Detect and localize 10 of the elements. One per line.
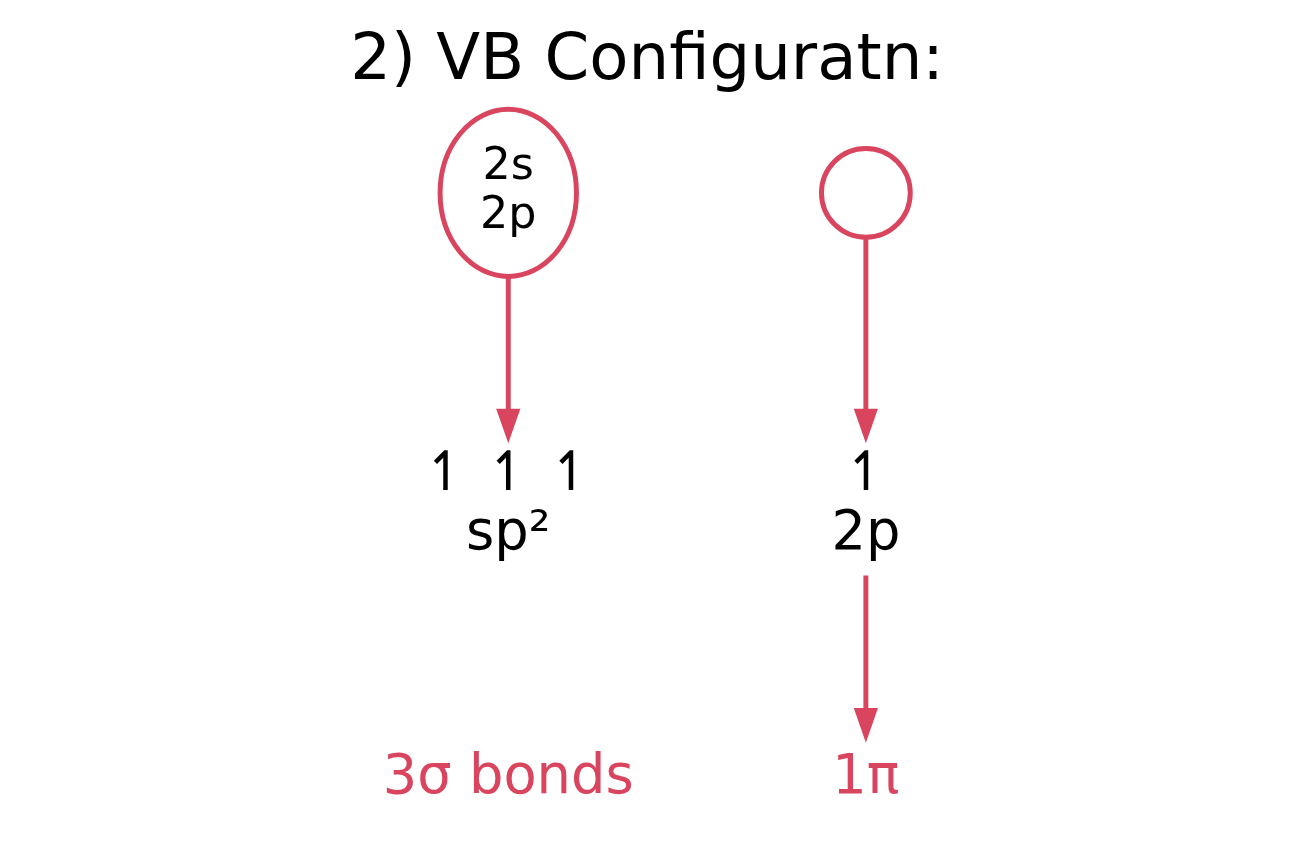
node-ellipse: 2s 2p xyxy=(437,106,579,279)
arrow xyxy=(495,277,520,444)
node-label: 3σ bonds xyxy=(382,743,634,807)
node-circle xyxy=(818,146,913,240)
arrow xyxy=(853,237,878,444)
arrow xyxy=(853,575,878,743)
diagram-title: 2) VB Configuratn: xyxy=(349,19,944,95)
node-text: 1π xyxy=(831,743,899,807)
node-text: ↿ ↿ ↿ sp² xyxy=(422,440,594,563)
node-text: ↿ 2p xyxy=(830,440,900,563)
